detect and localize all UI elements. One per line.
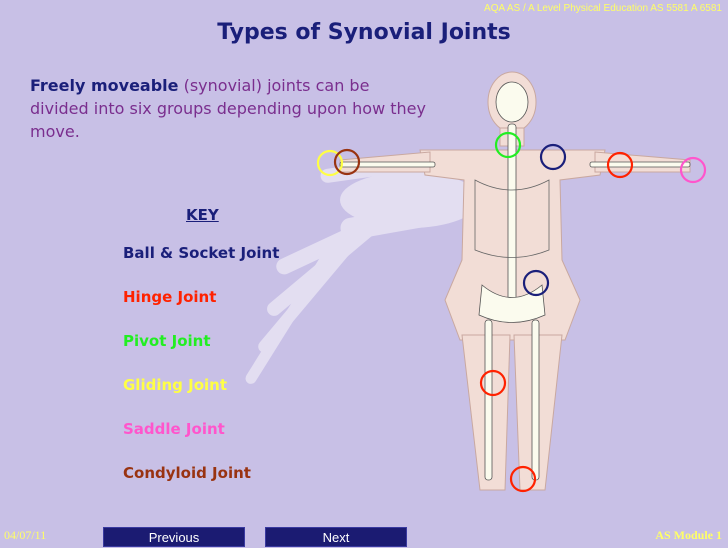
page-title: Types of Synovial Joints xyxy=(217,20,511,45)
key-item-saddle: Saddle Joint xyxy=(123,420,225,438)
next-button[interactable]: Next xyxy=(265,527,407,547)
key-item-gliding: Gliding Joint xyxy=(123,376,227,394)
previous-button[interactable]: Previous xyxy=(103,527,245,547)
joint-marker-wrist-condyloid xyxy=(333,148,361,176)
key-title: KEY xyxy=(186,206,219,224)
header-course-note: AQA AS / A Level Physical Education AS 5… xyxy=(484,3,722,14)
key-item-hinge: Hinge Joint xyxy=(123,288,217,306)
joint-marker-elbow xyxy=(606,151,634,179)
joint-marker-ankle xyxy=(509,465,537,493)
key-item-ball-socket: Ball & Socket Joint xyxy=(123,244,280,262)
body-skeleton-image xyxy=(316,71,707,493)
intro-bold-text: Freely moveable xyxy=(30,76,179,95)
key-item-pivot: Pivot Joint xyxy=(123,332,211,350)
intro-text: Freely moveable (synovial) joints can be… xyxy=(30,74,430,143)
joint-marker-hip xyxy=(522,269,550,297)
key-item-condyloid: Condyloid Joint xyxy=(123,464,251,482)
footer-module: AS Module 1 xyxy=(655,528,722,542)
footer-date: 04/07/11 xyxy=(4,528,47,542)
intro-rest-text: (synovial) joints can be divided into si… xyxy=(30,76,426,141)
joint-marker-thumb xyxy=(679,156,707,184)
joint-marker-wrist xyxy=(316,149,344,177)
joint-key-list: Ball & Socket Joint Hinge Joint Pivot Jo… xyxy=(123,244,279,508)
joint-marker-shoulder xyxy=(539,143,567,171)
joint-marker-neck xyxy=(494,131,522,159)
joint-marker-knee xyxy=(479,369,507,397)
